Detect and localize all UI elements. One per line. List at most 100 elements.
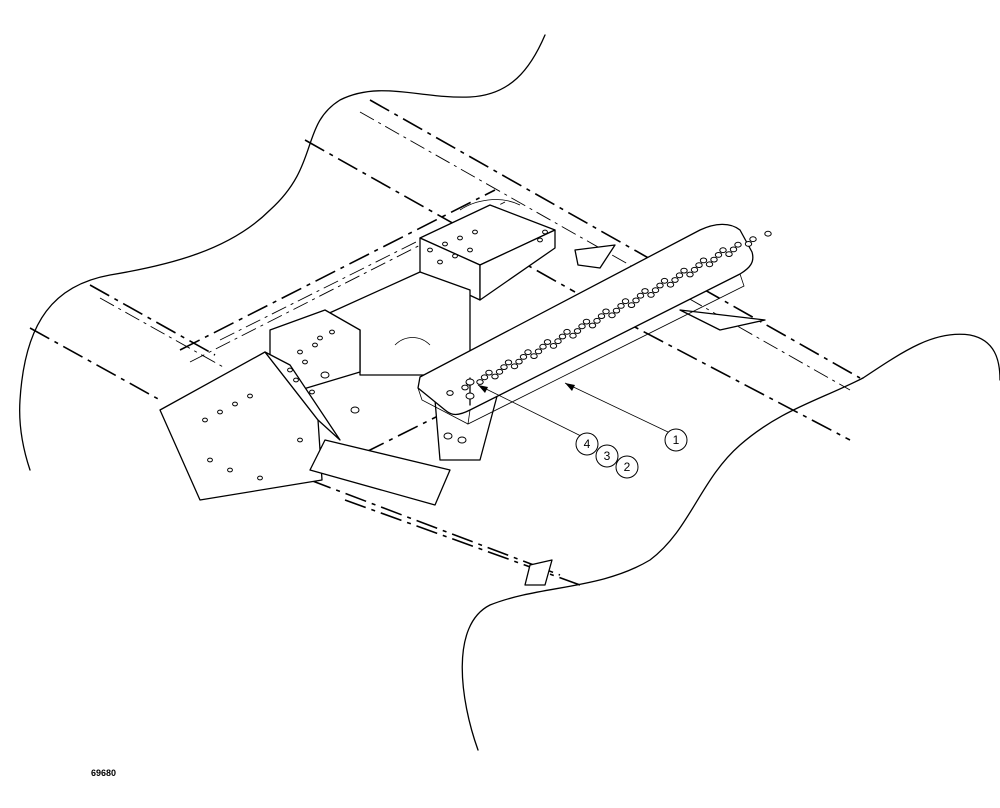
perforation-hole [554, 338, 562, 345]
mounting-hole [297, 349, 303, 355]
mounting-hole [437, 259, 443, 265]
perforation-hole [714, 252, 723, 258]
perforation-hole [705, 261, 714, 268]
mounting-hole [247, 393, 253, 399]
mounting-hole [537, 237, 543, 243]
perforation-hole [719, 247, 727, 254]
mounting-hole [542, 229, 548, 235]
mounting-holes [202, 229, 548, 481]
perforation-hole [671, 277, 679, 283]
perforation-hole [563, 328, 571, 335]
callout-4: 4 [575, 432, 599, 456]
mounting-hole [232, 401, 238, 407]
mounting-hole [302, 359, 308, 365]
perforation-hole [569, 332, 577, 339]
mounting-hole [207, 457, 213, 463]
perforation-hole [647, 292, 655, 298]
perforation-hole [632, 297, 640, 304]
perforation-hole [539, 343, 547, 350]
perforation-hole [578, 323, 586, 330]
perforation-hole [524, 349, 532, 356]
perforation-hole [530, 353, 538, 360]
perforation-hole [534, 348, 543, 355]
mounting-hole [309, 389, 315, 395]
perforation-hole [612, 307, 621, 314]
mounting-hole [293, 377, 299, 383]
perforation-hole [608, 312, 616, 319]
mounting-hole [202, 417, 208, 423]
perforation-hole [641, 288, 649, 294]
mounting-hole [227, 467, 233, 473]
perforation-hole [500, 364, 508, 371]
frame-rails [29, 99, 861, 586]
perforation-hole [734, 241, 742, 248]
perforation-hole [675, 272, 684, 279]
perforation-hole [680, 267, 688, 274]
mounting-hole [427, 247, 433, 253]
perforation-hole [549, 343, 558, 349]
perforation-hole [461, 384, 469, 391]
perforation-hole [744, 241, 753, 247]
callout-3: 3 [595, 444, 619, 468]
leader-lines [477, 382, 669, 439]
perforation-hole [686, 271, 694, 278]
mounting-hole [452, 253, 458, 259]
mounting-hole [472, 229, 478, 235]
perforation-hole [504, 359, 513, 366]
step-plate [417, 223, 772, 425]
callout-4-label: 4 [584, 437, 591, 451]
mounting-hole [312, 342, 318, 348]
mounting-hole [467, 247, 473, 253]
side-plate [159, 244, 766, 586]
perforation-hole [710, 256, 718, 263]
perforation-hole [729, 246, 738, 253]
mounting-hole [257, 475, 263, 481]
perforation-hole [485, 369, 493, 376]
perforation-hole [510, 363, 519, 370]
perforation-hole [597, 313, 606, 320]
perforation-hole [656, 282, 664, 289]
fastener-assembly [320, 371, 475, 444]
mounting-hole [329, 329, 335, 335]
step-plate-perforations [446, 230, 772, 396]
perforation-hole [480, 374, 489, 381]
perforation-hole [660, 277, 669, 284]
perforation-hole [491, 373, 499, 380]
perforation-hole [593, 317, 601, 324]
callout-3-label: 3 [604, 449, 611, 463]
callout-2-label: 2 [624, 460, 631, 474]
mounting-hole [297, 437, 303, 443]
perforation-hole [476, 379, 484, 385]
perforation-hole [446, 390, 454, 396]
perforation-hole [515, 358, 523, 365]
callout-1-label: 1 [673, 433, 680, 447]
perforation-hole [666, 281, 675, 288]
perforation-hole [495, 368, 504, 375]
perforation-hole [621, 298, 630, 305]
perforation-hole [636, 292, 645, 299]
mounting-hole [457, 235, 463, 241]
perforation-hole [588, 322, 597, 329]
perforation-hole [627, 302, 636, 309]
perforation-hole [725, 251, 733, 258]
perforation-hole [543, 339, 552, 345]
callout-1: 1 [664, 428, 688, 452]
perforation-hole [749, 236, 757, 243]
perforation-hole [519, 354, 528, 360]
break-outline [19, 34, 1000, 751]
perforation-hole [651, 287, 660, 294]
perforation-hole [699, 257, 708, 264]
callout-2: 2 [615, 455, 639, 479]
perforation-hole [558, 333, 567, 340]
perforation-hole [695, 262, 703, 269]
mounting-hole [287, 367, 293, 373]
mounting-hole [317, 335, 323, 341]
drawing-number: 69680 [91, 768, 117, 778]
mounting-hole [442, 241, 448, 247]
perforation-hole [690, 266, 699, 273]
perforation-hole [764, 230, 772, 237]
perforation-hole [602, 308, 610, 315]
mounting-hole [217, 409, 223, 415]
perforation-hole [573, 328, 582, 334]
